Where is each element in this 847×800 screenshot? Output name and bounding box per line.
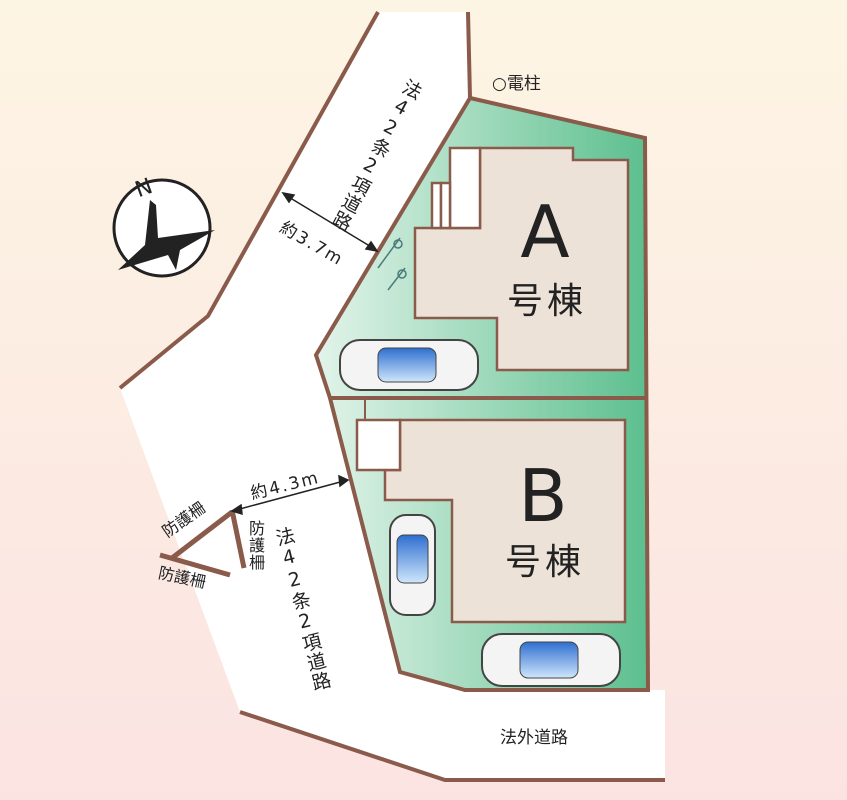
road-edge-north bbox=[466, 11, 472, 99]
road-area bbox=[120, 12, 665, 780]
house-a-step bbox=[430, 181, 443, 230]
lot-b-letter: B bbox=[518, 454, 568, 538]
house-a-porch bbox=[448, 146, 482, 230]
fence-bar bbox=[170, 510, 234, 560]
dimension-arrows bbox=[230, 191, 379, 516]
car-a bbox=[339, 339, 479, 391]
house-b-porch bbox=[355, 418, 402, 472]
lot-b-suffix: 号棟 bbox=[504, 542, 586, 583]
car-b bbox=[389, 514, 436, 616]
lot-a-suffix: 号棟 bbox=[506, 281, 588, 322]
compass-icon bbox=[112, 178, 215, 278]
outside-road-label: 法外道路 bbox=[500, 728, 568, 748]
lot-a-letter: A bbox=[520, 190, 570, 274]
fence-label-2: 防護柵 bbox=[246, 520, 265, 571]
road-edge-south bbox=[239, 710, 665, 782]
road-edge-west bbox=[118, 11, 380, 390]
fence-bar bbox=[229, 509, 247, 569]
bicycle-icon bbox=[377, 237, 407, 291]
car-c bbox=[481, 633, 621, 687]
fence-bar bbox=[159, 552, 231, 578]
house-a-step bbox=[439, 181, 452, 230]
utility-pole-label: ○電柱 bbox=[492, 74, 541, 94]
